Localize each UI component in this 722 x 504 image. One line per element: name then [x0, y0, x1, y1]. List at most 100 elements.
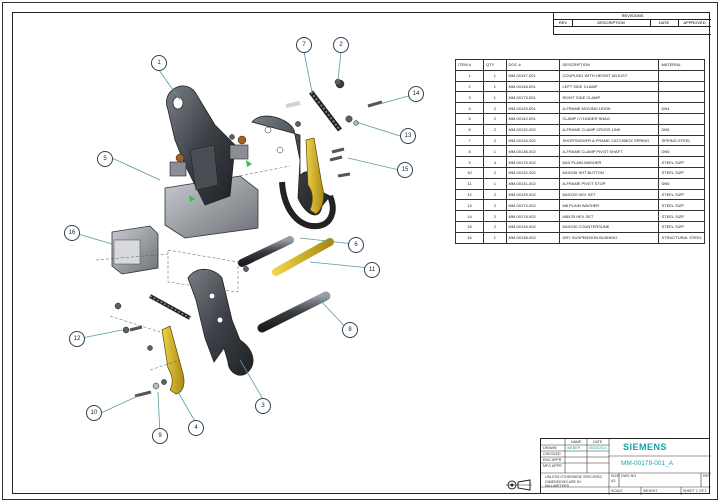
balloon-16: 16 [64, 225, 80, 241]
balloon-11: 11 [364, 262, 380, 278]
tb-date-label: DATE [593, 440, 603, 444]
title-block: NAME DATE DRAWN WEBER 06/03/2021 CHECKED… [540, 438, 711, 495]
bom-qty: 2 [483, 123, 507, 136]
sheet-outer-border [2, 2, 718, 500]
title-block-grid [541, 439, 711, 495]
bom-material: STRUCTURAL STEEL [658, 231, 705, 244]
tb-drawn-name: WEBER [567, 446, 581, 450]
bom-description: M10X35 SHT BUTTON [559, 166, 660, 179]
tb-dwg-no-label: DWG NO [621, 474, 637, 478]
bom-qty: 2 [483, 199, 507, 212]
tb-eng-appr-label: ENG APPR [543, 458, 562, 462]
suspension-bushing [111, 225, 159, 275]
bom-qty: 2 [483, 188, 507, 201]
bom-material: STEEL SIZP [658, 210, 705, 222]
bom-description: M10 PLAIN WASHER [559, 156, 660, 168]
balloon-8: 8 [342, 322, 358, 338]
balloon-3: 3 [255, 398, 271, 414]
bom-material: SPRING STEEL [658, 134, 705, 147]
bom-qty: 1 [483, 231, 507, 244]
balloon-4: 4 [188, 420, 204, 436]
tb-name-label: NAME [571, 440, 582, 444]
balloon-15: 15 [397, 162, 413, 178]
bom-description: A-FRAME CLAMP CROSS LINK [559, 123, 660, 136]
tb-drawn-label: DRAWN [543, 446, 557, 450]
bom-material: STEEL SIZP [658, 220, 705, 233]
balloon-10: 10 [86, 405, 102, 421]
bom-description: DRY SUSPENSION BUSHING [559, 231, 660, 244]
third-angle-projection-icon [506, 478, 532, 494]
right-side-clamp [251, 115, 336, 230]
tb-scale-label: SCALE [611, 489, 623, 493]
revision-title: REVISIONS [554, 12, 711, 20]
bom-description: M8 PLAIN WASHER [559, 199, 660, 212]
balloon-6: 6 [348, 237, 364, 253]
bom-qty: 2 [483, 134, 507, 147]
bom-material: STEEL SIZP [658, 156, 705, 168]
bom-qty: 1 [483, 145, 507, 158]
tb-checked-label: CHECKED [543, 452, 561, 456]
bom-description: M8X25 HEX SET [559, 210, 660, 222]
spring-link-left [149, 294, 191, 320]
coupling-body [164, 85, 259, 239]
moving-hook-right [305, 137, 324, 215]
bom-description: SHORTMOVER A-FRAME CATCHBOX SPRING [559, 134, 660, 147]
sheet-inner-border [12, 12, 710, 494]
pivot-stop-11 [272, 238, 334, 276]
bom-qty: 1 [483, 177, 507, 190]
bom-material: DN5 [658, 145, 705, 158]
bom-qty: 4 [483, 156, 507, 168]
bom-description: A-FRAME CLAMP PIVOT SHAFT [559, 145, 660, 158]
bom-qty: 2 [483, 220, 507, 233]
rev-col-approved: APPROVED [678, 19, 711, 27]
balloon-9: 9 [152, 428, 168, 444]
tb-size-value: A3 [611, 479, 616, 483]
pivot-shaft-8 [257, 291, 331, 333]
bom-material: DN5 [658, 177, 705, 190]
tb-sheet-label: SHEET 1 OF 1 [683, 489, 707, 493]
bom-description: M10X30 COUNTERSUNK [559, 220, 660, 233]
bom-material: STEEL SIZP [658, 166, 705, 179]
bom-material: STEEL SIZP [658, 199, 705, 212]
bom-description: M10X20 HEX SET [559, 188, 660, 201]
tb-mfg-appr-label: MFG APPR [543, 464, 562, 468]
tb-size-label: SIZE [611, 474, 619, 478]
left-side-clamp [187, 268, 254, 376]
pivot-shaft-6 [238, 236, 294, 267]
company-logo: SIEMENS [623, 442, 668, 452]
balloon-2: 2 [333, 37, 349, 53]
tb-drawn-date: 06/03/2021 [589, 446, 607, 450]
fasteners [114, 78, 383, 398]
balloon-7: 7 [296, 37, 312, 53]
bom-qty: 2 [483, 210, 507, 222]
balloon-5: 5 [97, 151, 113, 167]
tb-notes: UNLESS OTHERWISE SPECIFIED DIMENSIONS AR… [545, 475, 603, 488]
tb-weight-label: WEIGHT [643, 489, 658, 493]
drawing-number-title: MM-00179-001_A [621, 460, 674, 467]
rev-col-date: DATE [650, 19, 679, 27]
balloon-1: 1 [151, 55, 167, 71]
balloon-14: 14 [408, 86, 424, 102]
bom-material: STEEL SIZP [658, 188, 705, 201]
bom-description: A-FRAME PIVOT STOP [559, 177, 660, 190]
moving-hook-left [161, 325, 185, 395]
rev-col-rev: REV [554, 19, 573, 27]
balloon-13: 13 [400, 128, 416, 144]
tb-rev-label: REV [703, 474, 711, 478]
spring-link [309, 79, 345, 132]
assembly-center-lines [95, 165, 291, 371]
